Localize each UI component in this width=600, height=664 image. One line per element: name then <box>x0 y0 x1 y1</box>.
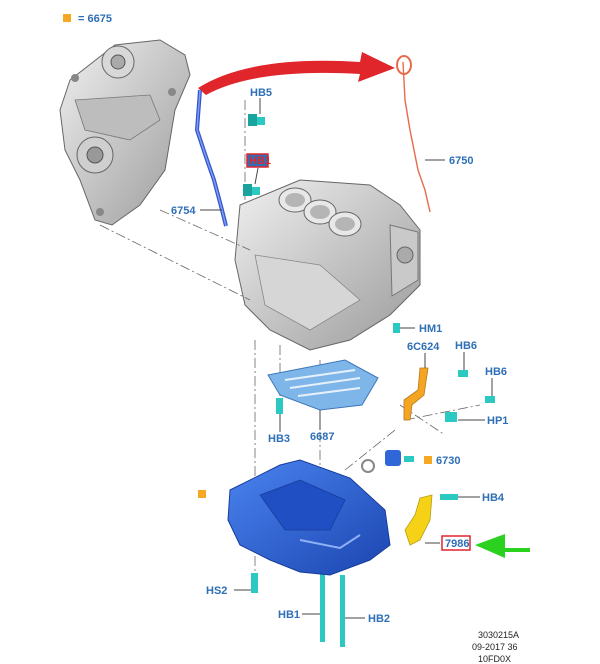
footer-line1: 3030215A <box>478 630 519 640</box>
baffle <box>267 359 379 411</box>
dipstick <box>396 55 431 213</box>
bolt-hb3 <box>276 398 283 414</box>
leader-lines <box>200 98 493 619</box>
callout-7986: 7986 <box>445 538 469 550</box>
callout-hp1: HP1 <box>487 415 508 427</box>
footer-line3: 10FD0X <box>478 654 511 664</box>
drain-plug-6730 <box>361 450 414 473</box>
callout-6c624: 6C624 <box>407 341 440 353</box>
bolt-hb6b <box>485 396 495 403</box>
engine-block <box>234 179 421 351</box>
callout-hb3: HB3 <box>268 433 290 445</box>
callout-hs2: HS2 <box>206 585 227 597</box>
callout-6754: 6754 <box>171 205 196 217</box>
callout-hb5: HB5 <box>250 87 272 99</box>
bolt-hs2 <box>251 573 258 593</box>
bolt-hb6a <box>458 370 468 377</box>
callout-red-box <box>246 153 269 168</box>
timing-cover <box>59 39 191 226</box>
green-arrow <box>475 534 530 558</box>
callout-6730: 6730 <box>436 455 460 467</box>
callout-6687: 6687 <box>310 431 334 443</box>
marker-6675-pan <box>198 490 206 498</box>
dipstick-tube <box>194 89 228 227</box>
legend-marker <box>63 14 71 22</box>
bolt-hb5-2 <box>243 184 260 196</box>
marker-6675-plug <box>424 456 432 464</box>
bolt-hm1 <box>393 323 400 333</box>
callout-hm1: HM1 <box>419 323 442 335</box>
red-arrow <box>198 52 395 95</box>
callout-hb1: HB1 <box>278 609 300 621</box>
callout-hb2: HB2 <box>368 613 390 625</box>
bolt-hb1 <box>320 570 325 642</box>
oil-pickup-6C624 <box>403 367 429 421</box>
bolt-hp1 <box>445 412 457 422</box>
callout-hb5-red: HB1 <box>249 155 271 167</box>
bolt-hb5 <box>248 114 265 126</box>
callout-7986-box <box>441 535 471 551</box>
bolt-hb2 <box>340 575 345 647</box>
callout-hb6a: HB6 <box>455 340 477 352</box>
callout-6750: 6750 <box>449 155 473 167</box>
part-7986 <box>404 494 433 546</box>
legend-text: = 6675 <box>78 13 112 25</box>
callout-hb4: HB4 <box>482 492 505 504</box>
footer-line2: 09-2017 36 <box>472 642 518 652</box>
oil-pan <box>227 459 391 576</box>
bolt-hb4 <box>440 494 458 500</box>
callout-hb6b: HB6 <box>485 366 507 378</box>
